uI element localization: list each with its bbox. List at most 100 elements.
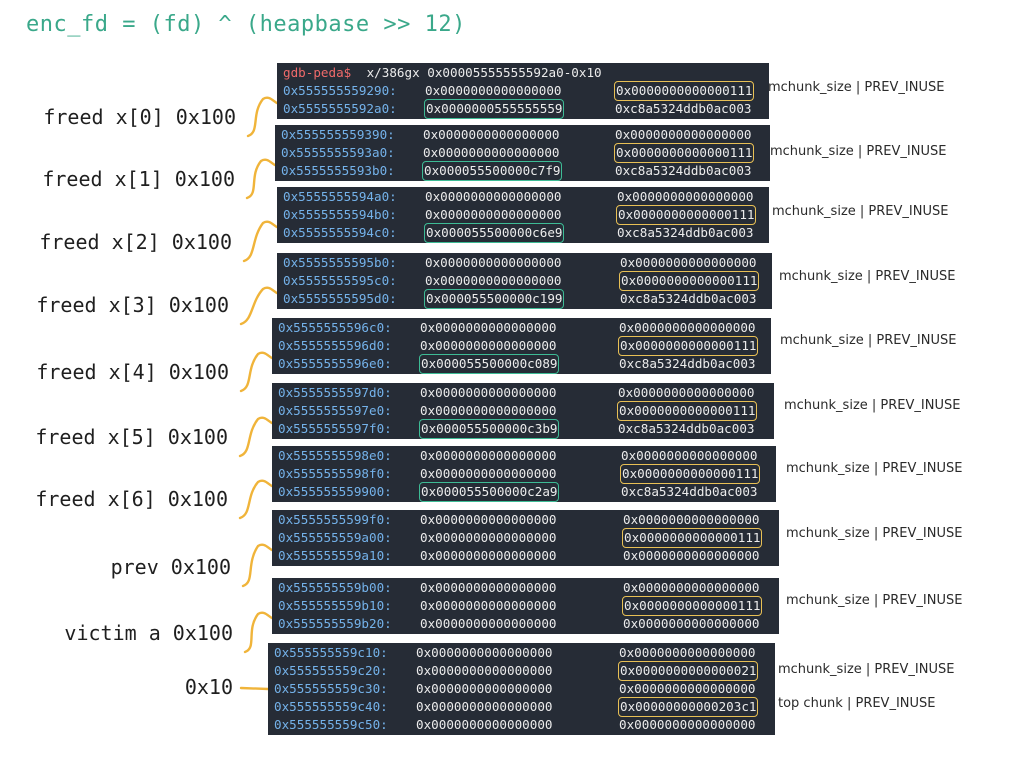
memory-value: 0xc8a5324ddb0ac003 (620, 291, 757, 306)
connector-line (242, 220, 279, 263)
memory-value: 0x0000000000000000 (423, 127, 560, 142)
memory-block: 0x555555559c10: 0x0000000000000000 0x00000… (268, 643, 775, 735)
memory-address: 0x555555559290: (283, 83, 397, 98)
chunk-label: freed x[6] 0x100 (35, 487, 228, 511)
chunk-label: victim a 0x100 (64, 621, 233, 645)
memory-value: 0x0000000000000000 (425, 83, 562, 98)
chunk-size-value: 0x0000000000000111 (613, 81, 755, 101)
memory-value: 0x0000000000000000 (416, 663, 553, 678)
memory-address: 0x5555555594b0: (283, 207, 397, 222)
memory-value: 0x0000000000000000 (420, 466, 557, 481)
gdb-prompt-line: gdb-peda$ x/386gx 0x00005555555592a0-0x1… (277, 64, 769, 82)
memory-value: 0x0000000000000000 (623, 616, 760, 631)
chunk-label: freed x[0] 0x100 (43, 105, 236, 129)
memory-value: 0x0000000000000000 (619, 320, 756, 335)
memory-address: 0x5555555599f0: (278, 512, 392, 527)
memory-address: 0x555555559c10: (274, 645, 388, 660)
memory-value: 0x0000000000000000 (420, 403, 557, 418)
size-annotation: mchunk_size | PREV_INUSE (786, 461, 963, 476)
memory-address: 0x555555559c40: (274, 699, 388, 714)
memory-value: 0x0000000000000000 (416, 681, 553, 696)
connector-line (238, 479, 274, 520)
memory-row: 0x5555555595b0: 0x0000000000000000 0x00000… (277, 254, 772, 272)
memory-address: 0x5555555598e0: (278, 448, 392, 463)
gdb-command: x/386gx 0x00005555555592a0-0x10 (359, 65, 602, 80)
memory-value: 0x0000000000000000 (618, 385, 755, 400)
memory-value: 0x0000000000000000 (420, 580, 557, 595)
memory-row: 0x5555555598e0: 0x0000000000000000 0x00000… (272, 447, 776, 465)
memory-value: 0x0000000000000000 (617, 189, 754, 204)
memory-value: 0xc8a5324ddb0ac003 (621, 484, 758, 499)
memory-value: 0x0000000000000000 (416, 699, 553, 714)
memory-value: 0xc8a5324ddb0ac003 (615, 101, 752, 116)
size-annotation: mchunk_size | PREV_INUSE (780, 333, 957, 348)
memory-address: 0x555555559c50: (274, 717, 388, 732)
memory-value: 0x0000000000000000 (620, 255, 757, 270)
chunk-size-value: 0x0000000000000111 (621, 528, 763, 548)
chunk-label: freed x[3] 0x100 (36, 293, 229, 317)
memory-value: 0x0000000000000000 (621, 448, 758, 463)
memory-address: 0x5555555592a0: (283, 101, 397, 116)
size-annotation: mchunk_size | PREV_INUSE (786, 526, 963, 541)
size-annotation: mchunk_size | PREV_INUSE (778, 662, 955, 677)
connector-line (238, 416, 274, 458)
connector-line (245, 158, 277, 200)
memory-value: 0x0000000000000000 (425, 273, 562, 288)
chunk-size-value: 0x00000000000203c1 (617, 697, 759, 717)
encoded-fd-value: 0x000055500000c3b9 (418, 419, 560, 439)
encoded-fd-value: 0x000055500000c199 (423, 289, 565, 309)
memory-address: 0x5555555595b0: (283, 255, 397, 270)
chunk-label: freed x[5] 0x100 (35, 425, 228, 449)
connector-line (239, 286, 279, 326)
memory-value: 0x0000000000000000 (420, 338, 557, 353)
memory-value: 0x0000000000000000 (420, 530, 557, 545)
memory-block: 0x5555555596c0: 0x0000000000000000 0x00000… (272, 318, 771, 374)
size-annotation: mchunk_size | PREV_INUSE (779, 269, 956, 284)
chunk-label: prev 0x100 (110, 555, 231, 579)
chunk-size-value: 0x0000000000000111 (616, 401, 758, 421)
memory-value: 0x0000000000000000 (623, 580, 760, 595)
chunk-size-value: 0x0000000000000111 (618, 271, 760, 291)
memory-address: 0x555555559c20: (274, 663, 388, 678)
chunk-size-value: 0x0000000000000111 (615, 205, 757, 225)
memory-value: 0x0000000000000000 (420, 448, 557, 463)
size-annotation: mchunk_size | PREV_INUSE (784, 398, 961, 413)
memory-block: 0x5555555598e0: 0x0000000000000000 0x00000… (272, 446, 776, 502)
size-annotation: mchunk_size | PREV_INUSE (786, 593, 963, 608)
connector-line (243, 611, 274, 654)
chunk-size-value: 0x0000000000000021 (617, 661, 759, 681)
memory-row: 0x5555555595c0: 0x0000000000000000 0x00000… (277, 271, 772, 291)
memory-value: 0x0000000000000000 (420, 616, 557, 631)
memory-value: 0xc8a5324ddb0ac003 (615, 163, 752, 178)
memory-address: 0x5555555595c0: (283, 273, 397, 288)
memory-value: 0x0000000000000000 (623, 548, 760, 563)
memory-value: 0x0000000000000000 (425, 255, 562, 270)
memory-address: 0x555555559b10: (278, 598, 392, 613)
top-chunk-annotation: top chunk | PREV_INUSE (778, 696, 936, 711)
memory-value: 0x0000000000000000 (425, 189, 562, 204)
memory-address: 0x555555559900: (278, 484, 392, 499)
memory-value: 0x0000000000000000 (416, 645, 553, 660)
encoded-fd-value: 0x000055500000c2a9 (418, 482, 560, 502)
memory-address: 0x5555555593a0: (281, 145, 395, 160)
gdb-prompt: gdb-peda$ (283, 65, 352, 80)
encoding-formula: enc_fd = (fd) ^ (heapbase >> 12) (26, 12, 466, 37)
memory-address: 0x5555555596c0: (278, 320, 392, 335)
memory-address: 0x555555559a10: (278, 548, 392, 563)
